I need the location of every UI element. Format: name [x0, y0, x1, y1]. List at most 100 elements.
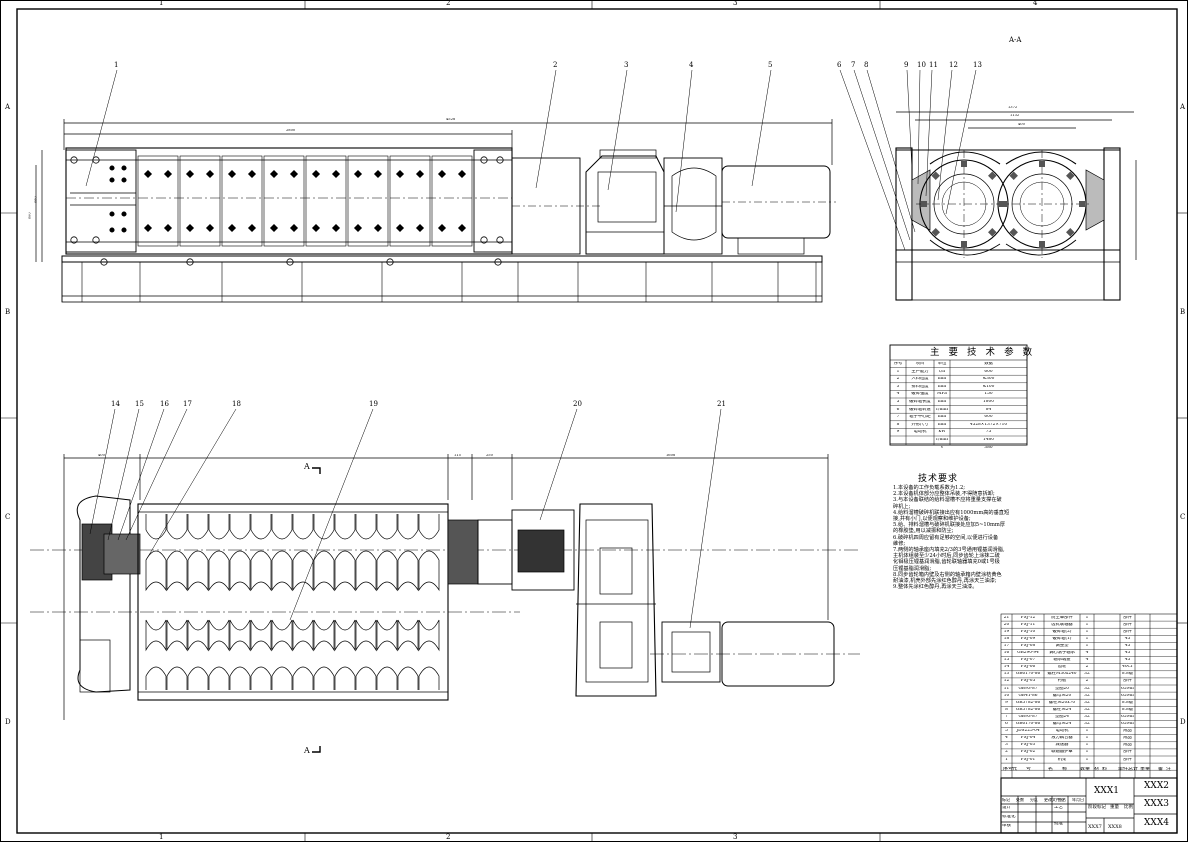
- requirements-title: 技术要求: [918, 474, 959, 484]
- bom-cell-2-2: 破碎辊(2): [1052, 629, 1072, 634]
- roll-flute: [418, 550, 440, 592]
- bearing-bolt: [121, 227, 127, 233]
- bom-cell-0-5: 部件: [1123, 615, 1132, 620]
- tech-cell-8-3: 75: [985, 430, 992, 435]
- section-a-a-view: [895, 111, 1137, 301]
- bom-cell-17-0: 4: [1005, 736, 1008, 741]
- body-panel: [179, 155, 221, 247]
- dimension-top-1: 2800: [286, 129, 296, 132]
- roll-flute: [187, 550, 209, 592]
- leader-line: [945, 69, 977, 215]
- roll-flute: [355, 514, 377, 540]
- grid-row-b-right: B: [1180, 308, 1186, 316]
- section-label: A-A: [1009, 36, 1022, 44]
- roll-tooth: [1039, 241, 1045, 247]
- grid-col-1: 1: [159, 0, 164, 7]
- roll-tooth: [1039, 161, 1045, 167]
- bearing-bolt: [109, 165, 115, 171]
- grid-row-d: D: [5, 718, 11, 726]
- leader-line: [85, 69, 118, 187]
- bolt-mark: [373, 169, 383, 179]
- role-4: 批准: [1054, 822, 1063, 826]
- bom-cell-14-1: GB93-87: [1018, 714, 1038, 719]
- tech-cell-6-3: 600: [984, 415, 993, 420]
- roll-flute: [208, 550, 230, 592]
- grid-col-1-bottom: 1: [159, 833, 164, 841]
- bolt-mark: [415, 223, 425, 233]
- fastener: [92, 236, 100, 244]
- leader-line: [839, 69, 906, 251]
- bom-cell-20-1: FSJ-01: [1020, 757, 1036, 762]
- roll-tooth: [921, 201, 927, 207]
- bom-cell-19-3: 1: [1085, 750, 1089, 755]
- leader-line: [117, 408, 165, 541]
- bolt-mark: [331, 223, 341, 233]
- bom-cell-11-3: 32: [1084, 693, 1090, 698]
- roll-flute: [187, 666, 209, 690]
- bom-cell-20-5: 部件: [1123, 757, 1132, 762]
- roll-flute: [250, 514, 272, 540]
- roll-flute: [208, 619, 230, 652]
- roll-flute: [418, 666, 440, 690]
- tech-cell-4-2: mm: [937, 400, 947, 404]
- bolt-mark: [269, 223, 279, 233]
- callout-15: 15: [135, 400, 144, 408]
- bom-cell-18-2: 减速器: [1055, 743, 1069, 748]
- dimension-top-3: 1132: [1010, 114, 1020, 117]
- roll-flute: [166, 619, 188, 652]
- bom-cell-17-5: 成品: [1123, 736, 1132, 741]
- requirement-line: 9.整体先涂红色醇丹,再涂天兰油漆。: [893, 584, 978, 591]
- tech-cell-8-1: 电动机: [913, 430, 927, 435]
- roll-flute: [271, 550, 293, 592]
- bolt-mark: [205, 169, 215, 179]
- tech-cell-10-3: 380: [984, 445, 993, 450]
- bom-cell-8-3: 32: [1084, 672, 1090, 677]
- role-1: 标准化: [1002, 815, 1016, 819]
- tech-cell-1-0: 2: [896, 377, 900, 382]
- leader-line: [289, 408, 374, 621]
- bom-header-7: 料: [1102, 767, 1108, 772]
- bom-cell-13-5: 8.8级: [1121, 707, 1134, 712]
- bom-cell-5-5: 45: [1124, 651, 1131, 655]
- dimension-top-4: 400: [1018, 123, 1025, 126]
- tech-cell-4-3: 1800: [983, 400, 994, 404]
- roll-flute: [376, 619, 398, 652]
- bolt-mark: [437, 169, 447, 179]
- bom-cell-13-3: 32: [1084, 707, 1090, 712]
- bolt-mark: [331, 169, 341, 179]
- bom-header-8: 单件: [1118, 767, 1129, 772]
- bolt-mark: [353, 223, 363, 233]
- roll-flute: [229, 514, 251, 540]
- plan-view: [30, 454, 860, 720]
- view-cut-label-bottom: A: [304, 746, 310, 755]
- callout-11: 11: [929, 61, 938, 69]
- roll-flute: [250, 666, 272, 690]
- section-cut-marks: [312, 467, 321, 753]
- bom-cell-14-2: 垫圈24: [1054, 714, 1070, 719]
- body-panel: [221, 155, 263, 247]
- bom-cell-16-0: 5: [1005, 729, 1008, 734]
- bom-cell-9-5: 部件: [1123, 679, 1132, 684]
- roll-flute: [145, 666, 167, 690]
- tech-header-3: 数据: [984, 361, 993, 366]
- requirement-line: 8.同步齿轮箱内壁及右侧的轴承箱内壁涂桔黄色: [893, 571, 1002, 578]
- tech-header-1: 项目: [915, 361, 925, 366]
- tech-cell-2-0: 3: [896, 384, 900, 389]
- grid-col-2-bottom: 2: [446, 833, 451, 841]
- bom-cell-15-2: 螺母M24: [1052, 722, 1072, 726]
- bolt-mark: [185, 169, 195, 179]
- leader-line: [89, 408, 116, 535]
- bom-cell-7-5: 40Cr: [1122, 665, 1133, 670]
- tech-cell-3-0: 4: [896, 392, 900, 397]
- bolt-mark: [163, 169, 173, 179]
- roll-flute: [334, 619, 356, 652]
- title-block-grid: [1000, 777, 1178, 834]
- bom-cell-16-3: 1: [1085, 729, 1089, 734]
- bom-cell-7-0: 14: [1003, 665, 1010, 670]
- callout-6: 6: [837, 61, 842, 69]
- drawing-code-3: XXX4: [1144, 818, 1169, 828]
- roll-flute: [166, 514, 188, 540]
- bolt-mark: [269, 169, 279, 179]
- tech-cell-7-1: 外形尺寸: [911, 422, 929, 427]
- callout-3: 3: [624, 61, 629, 69]
